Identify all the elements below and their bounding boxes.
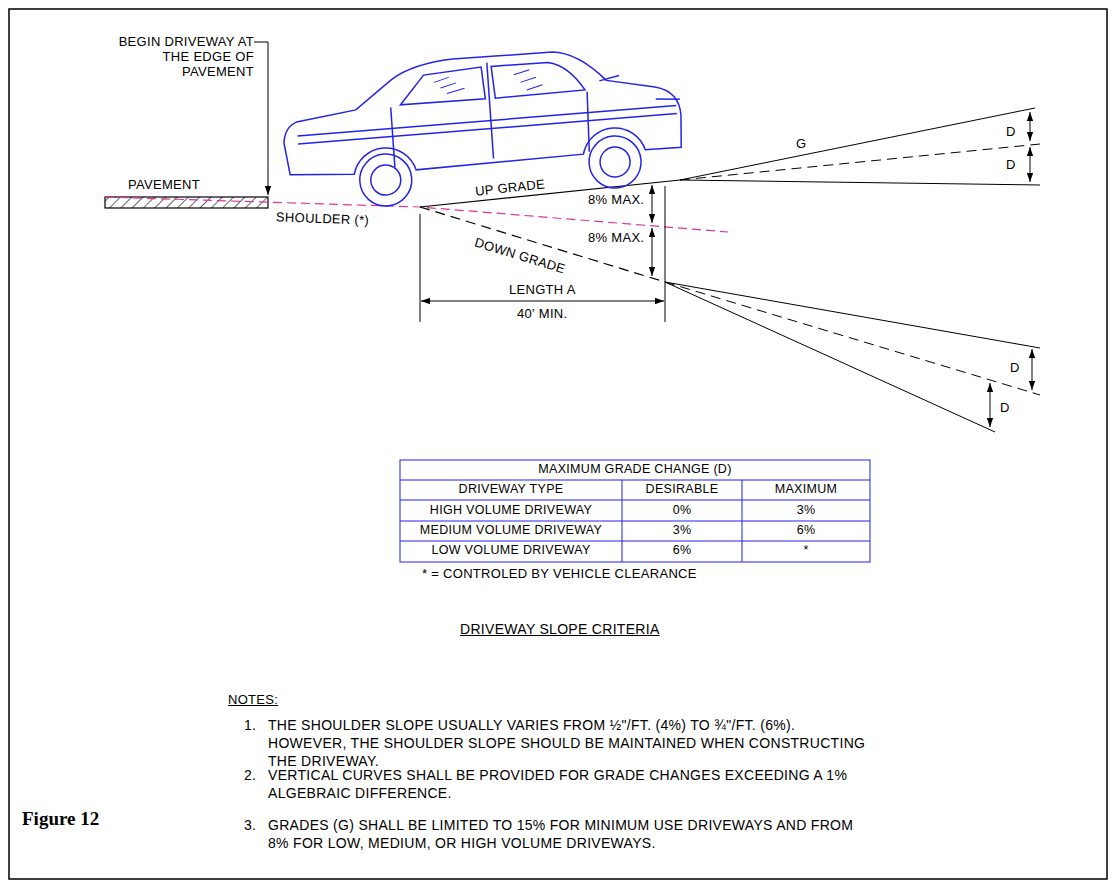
grade-change-arrow bbox=[1030, 147, 1031, 182]
table-title: MAXIMUM GRADE CHANGE (D) bbox=[400, 462, 870, 477]
table-header: DRIVEWAY TYPE bbox=[400, 482, 622, 497]
slope-dimension-arrow bbox=[652, 228, 653, 276]
up-grade-line bbox=[420, 180, 680, 207]
extension-line bbox=[665, 186, 666, 322]
slope-limit: 8% MAX. bbox=[588, 192, 644, 207]
note-number: 1. bbox=[244, 716, 256, 734]
note-text: GRADES (G) SHALL BE LIMITED TO 15% FOR M… bbox=[268, 816, 868, 852]
table-cell: 6% bbox=[622, 543, 742, 558]
table-cell: LOW VOLUME DRIVEWAY bbox=[400, 543, 622, 558]
grade-limit-line bbox=[665, 282, 995, 432]
table-cell: HIGH VOLUME DRIVEWAY bbox=[400, 503, 622, 518]
extension-line bbox=[420, 214, 421, 322]
grade-g-line bbox=[680, 108, 1035, 180]
grade-limit-line bbox=[680, 180, 1040, 185]
table-footnote: * = CONTROLED BY VEHICLE CLEARANCE bbox=[422, 566, 697, 581]
leader-line bbox=[254, 42, 268, 195]
length-dimension-line bbox=[421, 301, 664, 302]
slope-limit: 8% MAX. bbox=[588, 230, 644, 245]
table-cell: 6% bbox=[742, 523, 870, 538]
down-grade-line bbox=[420, 207, 665, 282]
table-header: MAXIMUM bbox=[742, 482, 870, 497]
grade-extension bbox=[680, 144, 1040, 180]
table-cell: 3% bbox=[742, 503, 870, 518]
notes-heading: NOTES: bbox=[228, 692, 278, 707]
dimension-value: 40' MIN. bbox=[517, 306, 567, 321]
grade-change-symbol: D bbox=[1006, 157, 1016, 172]
note-number: 3. bbox=[244, 816, 256, 834]
car-drawing bbox=[279, 43, 686, 212]
part-name: SHOULDER (*) bbox=[276, 209, 370, 227]
leader-note: BEGIN DRIVEWAY AT THE EDGE OF PAVEMENT bbox=[94, 34, 254, 79]
grade-change-symbol: D bbox=[1010, 360, 1020, 375]
dimension-label: LENGTH A bbox=[509, 282, 576, 297]
figure-title: DRIVEWAY SLOPE CRITERIA bbox=[460, 622, 660, 637]
pavement-hatch bbox=[105, 197, 268, 208]
grade-label: DOWN GRADE bbox=[473, 235, 567, 277]
table-cell: 0% bbox=[622, 503, 742, 518]
grade-change-table bbox=[400, 460, 870, 562]
slope-dimension-arrow bbox=[652, 185, 653, 223]
note-number: 2. bbox=[244, 766, 256, 784]
table-cell: * bbox=[742, 543, 870, 558]
grade-change-symbol: D bbox=[1000, 400, 1010, 415]
table-cell: MEDIUM VOLUME DRIVEWAY bbox=[400, 523, 622, 538]
table-header: DESIRABLE bbox=[622, 482, 742, 497]
figure-frame bbox=[9, 9, 1107, 879]
grade-symbol: G bbox=[796, 136, 806, 151]
figure-caption: Figure 12 bbox=[22, 808, 99, 830]
grade-change-symbol: D bbox=[1006, 124, 1016, 139]
note-text: VERTICAL CURVES SHALL BE PROVIDED FOR GR… bbox=[268, 766, 868, 802]
part-name: PAVEMENT bbox=[128, 177, 200, 192]
grade-change-arrow bbox=[990, 383, 991, 427]
note-text: THE SHOULDER SLOPE USUALLY VARIES FROM ½… bbox=[268, 716, 868, 770]
grade-change-arrow bbox=[1030, 112, 1031, 141]
grade-extension bbox=[665, 282, 1040, 395]
grade-change-arrow bbox=[1032, 349, 1033, 390]
table-cell: 3% bbox=[622, 523, 742, 538]
